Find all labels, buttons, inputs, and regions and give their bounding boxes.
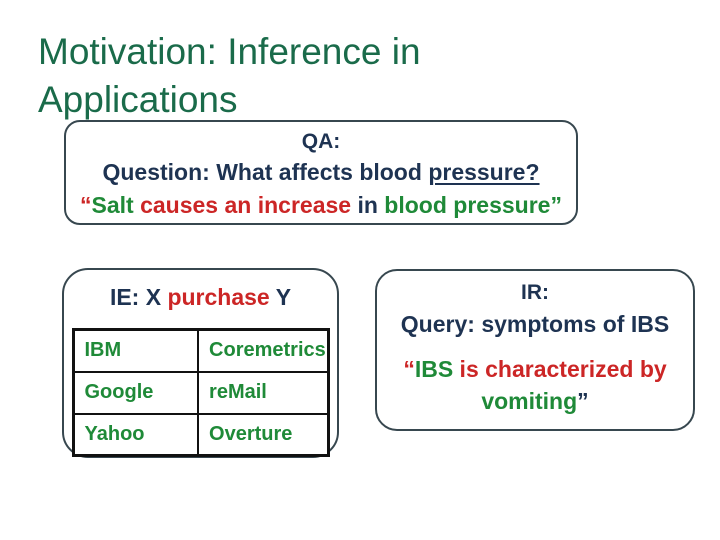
ie-box: IE: X purchase Y IBM Coremetrics Google … <box>62 268 339 458</box>
ie-table-row: Google reMail <box>71 370 329 415</box>
ir-query: Query: symptoms of IBS <box>400 311 670 337</box>
qa-question-underlined-word: pressure? <box>428 159 540 185</box>
qa-question-text: Question: What affects blood <box>102 159 429 185</box>
ie-table-cell: Overture <box>197 412 329 457</box>
qa-quote-segment: Salt <box>91 192 134 218</box>
ir-quote: “IBS is characterized by vomiting” <box>403 353 666 417</box>
qa-quote: “Salt causes an increase in blood pressu… <box>80 189 562 222</box>
qa-quote-segment: causes an increase <box>133 192 358 218</box>
slide-title-line2: Applications <box>38 79 238 120</box>
qa-quote-close: ” <box>550 192 562 218</box>
qa-box: QA: Question: What affects blood pressur… <box>64 120 578 225</box>
qa-heading: QA: <box>301 130 341 153</box>
ie-heading-segment: IE: X <box>109 284 168 310</box>
ie-heading-segment: Y <box>269 284 292 310</box>
ir-box: IR: Query: symptoms of IBS “IBS is chara… <box>375 269 695 431</box>
ir-quote-open: “ <box>403 356 415 382</box>
ie-table-cell: Yahoo <box>71 412 200 457</box>
ie-table-cell: Coremetrics <box>197 328 329 373</box>
ie-table-cell: Google <box>71 370 200 415</box>
ie-table-row: Yahoo Overture <box>71 412 329 457</box>
ie-heading: IE: X purchase Y <box>110 282 291 312</box>
ir-quote-segment: IBS <box>414 356 454 382</box>
slide-title: Motivation: Inference in Applications <box>38 28 421 124</box>
ie-table: IBM Coremetrics Google reMail Yahoo Over… <box>71 328 330 457</box>
qa-quote-open: “ <box>80 192 92 218</box>
ie-table-cell: reMail <box>197 370 329 415</box>
ir-quote-segment: is characterized by <box>453 356 667 382</box>
ie-table-row: IBM Coremetrics <box>71 328 329 373</box>
ie-table-cell: IBM <box>71 328 200 373</box>
ir-quote-line1: “IBS is characterized by <box>403 353 666 385</box>
ie-heading-segment: purchase <box>167 284 270 310</box>
ir-quote-close: ” <box>577 388 589 414</box>
ir-quote-segment: vomiting <box>481 388 578 414</box>
ir-heading: IR: <box>521 281 549 304</box>
qa-quote-segment: blood pressure <box>377 192 551 218</box>
qa-quote-segment: in <box>357 192 378 218</box>
qa-question: Question: What affects blood pressure? <box>102 156 539 189</box>
slide-title-line1: Motivation: Inference in <box>38 31 421 72</box>
ir-quote-line2: vomiting” <box>403 385 666 417</box>
